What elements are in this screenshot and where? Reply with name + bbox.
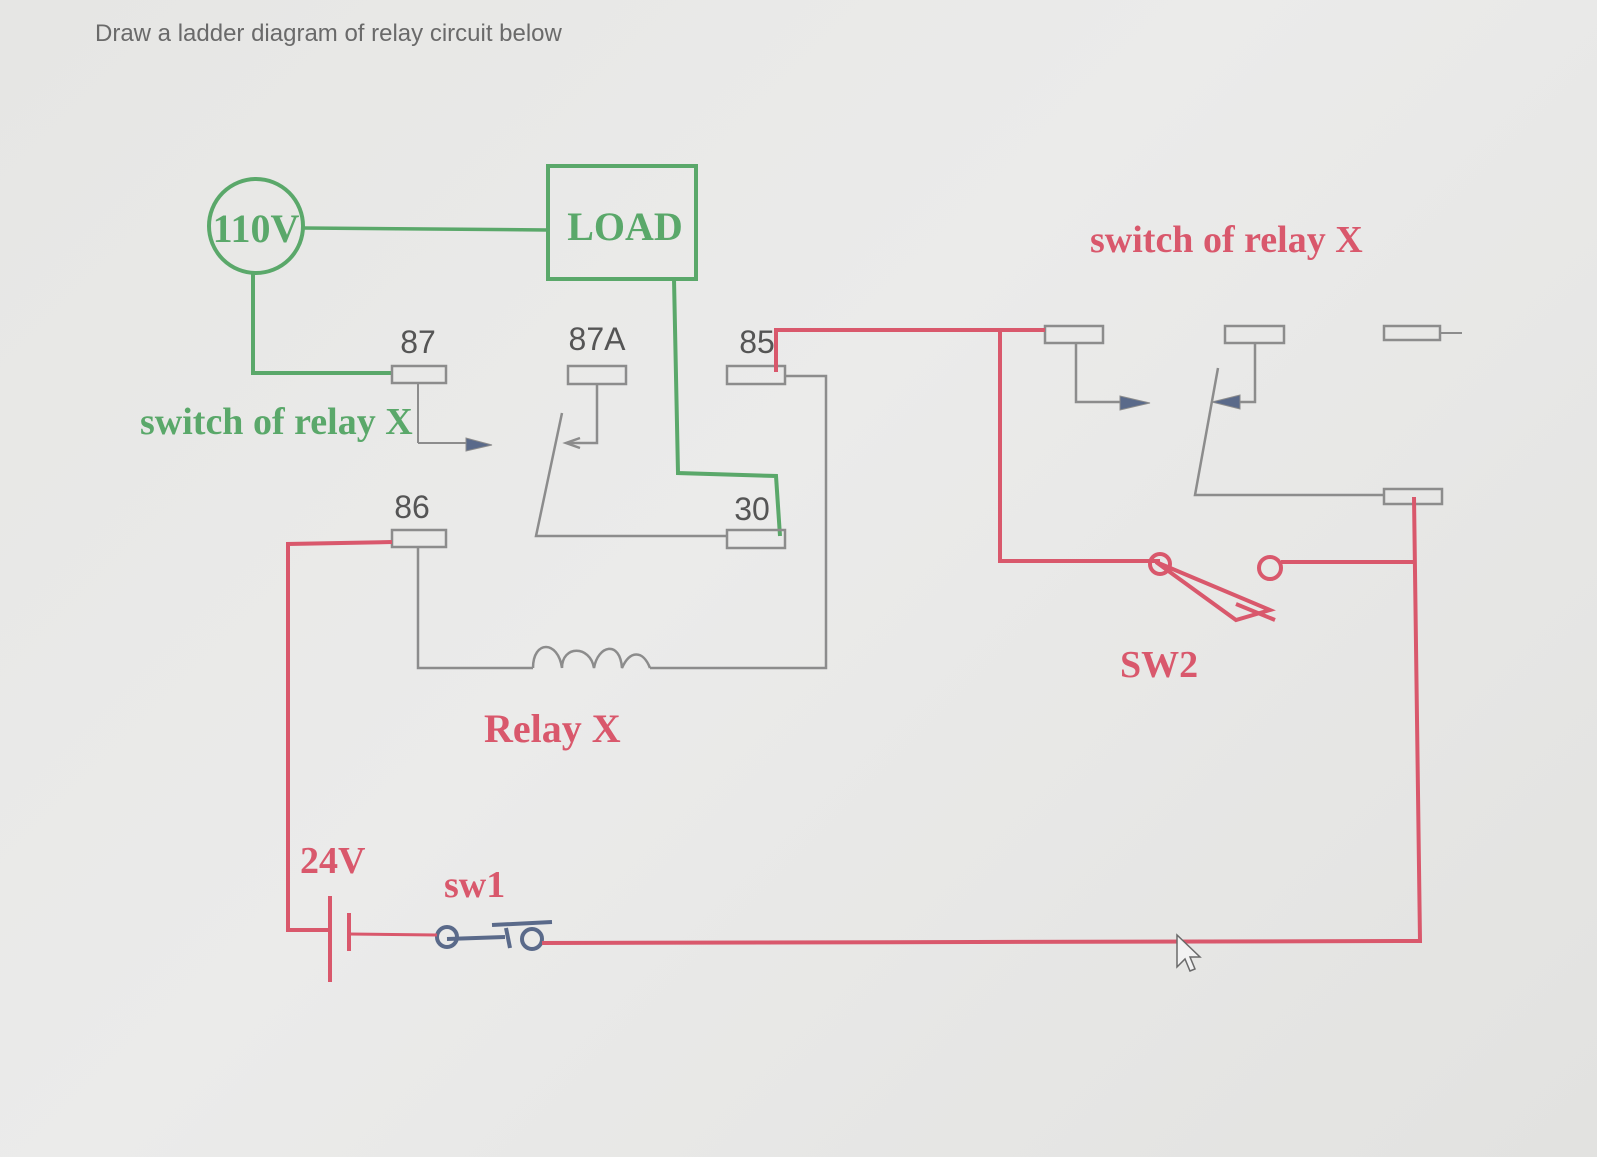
arrow-right-a [1119, 395, 1151, 411]
sw2-contact-right [1257, 555, 1283, 581]
sw1-label: sw1 [444, 864, 505, 906]
wire-sw1-to-right [541, 496, 1423, 945]
sw1-contact-right [520, 927, 544, 951]
arrow-right-b [1211, 394, 1241, 410]
sw1-lever [446, 935, 506, 941]
pin-30-label: 30 [734, 491, 770, 527]
wire-110v-to-load [302, 226, 549, 232]
right-switch-blade [1193, 367, 1384, 497]
right-terminal-c [1382, 324, 1442, 342]
right-contact-a [1074, 343, 1120, 404]
pin-86-label: 86 [394, 489, 430, 525]
sw2-lever-tip [1235, 602, 1276, 622]
pin-85-label: 85 [739, 324, 775, 360]
sw1-switch [435, 920, 553, 951]
wire-coil-to-85 [650, 374, 828, 670]
relay-body [390, 324, 1462, 670]
mouse-cursor-icon [1176, 933, 1202, 972]
terminal-87a [566, 364, 628, 386]
source-24v-label: 24V [300, 840, 366, 882]
switch-left-label: switch of relay X [140, 401, 413, 443]
load-circuit [207, 164, 782, 537]
right-terminal-b [1223, 324, 1286, 345]
terminal-87 [390, 364, 448, 385]
sw1-top [491, 920, 553, 927]
pin-87a-label: 87A [569, 321, 627, 357]
wire-battery-to-sw1 [348, 932, 438, 937]
labels: 110V LOAD 87 87A 85 86 30 switch of rela… [140, 204, 1363, 906]
contact-87a-arm [568, 384, 599, 445]
wire-110v-to-87 [251, 273, 392, 375]
arrow-87a [562, 436, 581, 450]
terminal-86 [390, 528, 448, 549]
source-110v-label: 110V [213, 206, 300, 251]
wire-85-to-right [774, 328, 1045, 346]
wire-load-to-30 [672, 278, 782, 537]
load-box [546, 164, 698, 281]
arrow-87 [465, 437, 493, 452]
switch-right-label: switch of relay X [1090, 219, 1363, 261]
load-label: LOAD [567, 204, 683, 249]
sw1-pivot [504, 927, 512, 949]
control-circuit [286, 328, 1423, 982]
sw2-lever [1154, 560, 1276, 623]
pin-87-label: 87 [400, 324, 436, 360]
terminal-30 [725, 528, 787, 550]
right-contact-b [1240, 343, 1257, 404]
wire-battery-to-86 [286, 540, 393, 932]
relay-switch-blade [534, 412, 727, 538]
relay-label: Relay X [484, 706, 621, 751]
sw2-contact-left [1148, 552, 1172, 576]
wire-right-branch [998, 330, 1160, 563]
sw2-label: SW2 [1120, 644, 1198, 686]
relay-coil [531, 645, 652, 669]
ac-source-110v [207, 177, 305, 275]
wire-86-to-coil [416, 547, 533, 670]
right-terminal-a [1043, 324, 1105, 345]
question-text: Draw a ladder diagram of relay circuit b… [95, 20, 562, 47]
